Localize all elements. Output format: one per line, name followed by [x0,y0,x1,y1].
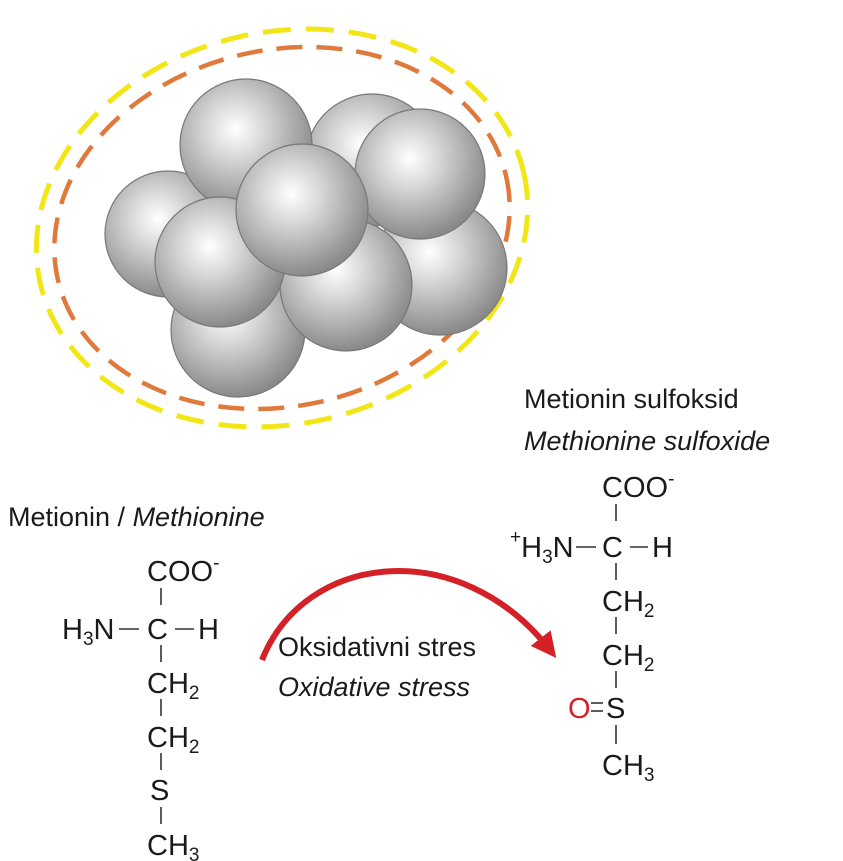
sulfoxide-s: S [606,693,625,725]
methionine-s: S [150,775,169,807]
protein-cluster [33,26,531,430]
sulfoxide-title-en: Methionine sulfoxide [524,426,770,456]
sphere [354,108,486,240]
sphere [235,143,369,277]
sulfoxide-structure: COO- +H3N C H CH2 CH2 O S CH3 [510,469,674,786]
methionine-h: H [198,614,219,646]
sulfoxide-ch2-b: CH2 [602,640,654,676]
sulfoxide-h: H [652,532,673,564]
sulfoxide-title: Metionin sulfoksid [524,384,739,414]
sulfoxide-ch2-a: CH2 [602,586,654,622]
sulfoxide-ch3: CH3 [602,750,654,786]
methionine-c: C [147,614,168,646]
methionine-ch3: CH3 [147,830,199,861]
methionine-coo: COO- [147,553,219,588]
methionine-ch2-a: CH2 [147,668,199,704]
methionine-ch2-b: CH2 [147,722,199,758]
outer-dashed-ring [33,26,531,430]
methionine-structure: COO- H3N C H CH2 CH2 S CH3 [62,553,219,861]
sulfoxide-o: O [568,693,591,725]
oxidation-arrow [259,568,557,662]
methionine-title: Metionin / Methionine [8,502,265,532]
sulfoxide-c: C [602,532,623,564]
sulfoxide-coo: COO- [602,469,674,504]
sulfoxide-h3n: +H3N [510,527,574,568]
stress-label-en: Oxidative stress [278,672,470,702]
inner-dashed-ring [52,44,512,412]
stress-label: Oksidativni stres [278,632,476,662]
methionine-h3n: H3N [62,614,114,650]
